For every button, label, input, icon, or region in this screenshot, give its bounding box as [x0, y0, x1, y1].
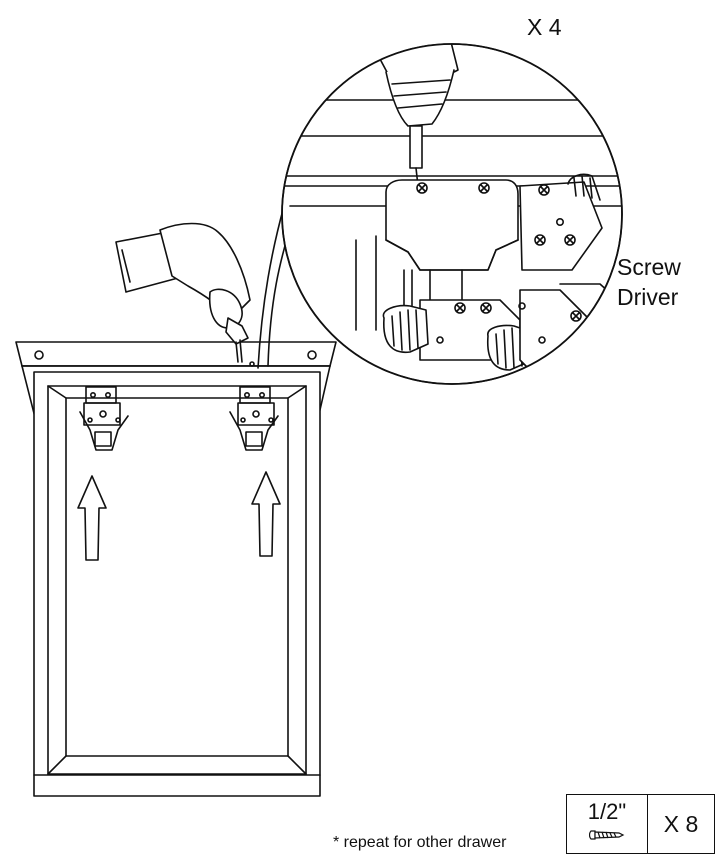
- screw-icon: [589, 830, 625, 840]
- direction-arrow-right: [251, 471, 281, 557]
- tool-label: Screw Driver: [617, 252, 681, 312]
- screw-hole: [249, 361, 255, 367]
- hardware-count: X 8: [663, 810, 699, 837]
- hinge-bracket-right: [229, 386, 279, 451]
- repeat-note: * repeat for other drawer: [333, 834, 507, 851]
- tool-label-line1: Screw: [617, 254, 681, 280]
- drill-icon: [115, 222, 251, 363]
- direction-arrow-left: [77, 475, 107, 561]
- hardware-size: 1/2": [587, 799, 627, 824]
- hinge-bracket-left: [79, 386, 129, 451]
- tool-label-line2: Driver: [617, 284, 679, 310]
- hardware-size-cell: 1/2": [567, 795, 648, 853]
- hardware-table: 1/2" X 8: [566, 794, 715, 854]
- quantity-callout: X 4: [527, 14, 562, 40]
- drawer-body: [33, 371, 321, 797]
- detail-magnifier: [281, 43, 623, 385]
